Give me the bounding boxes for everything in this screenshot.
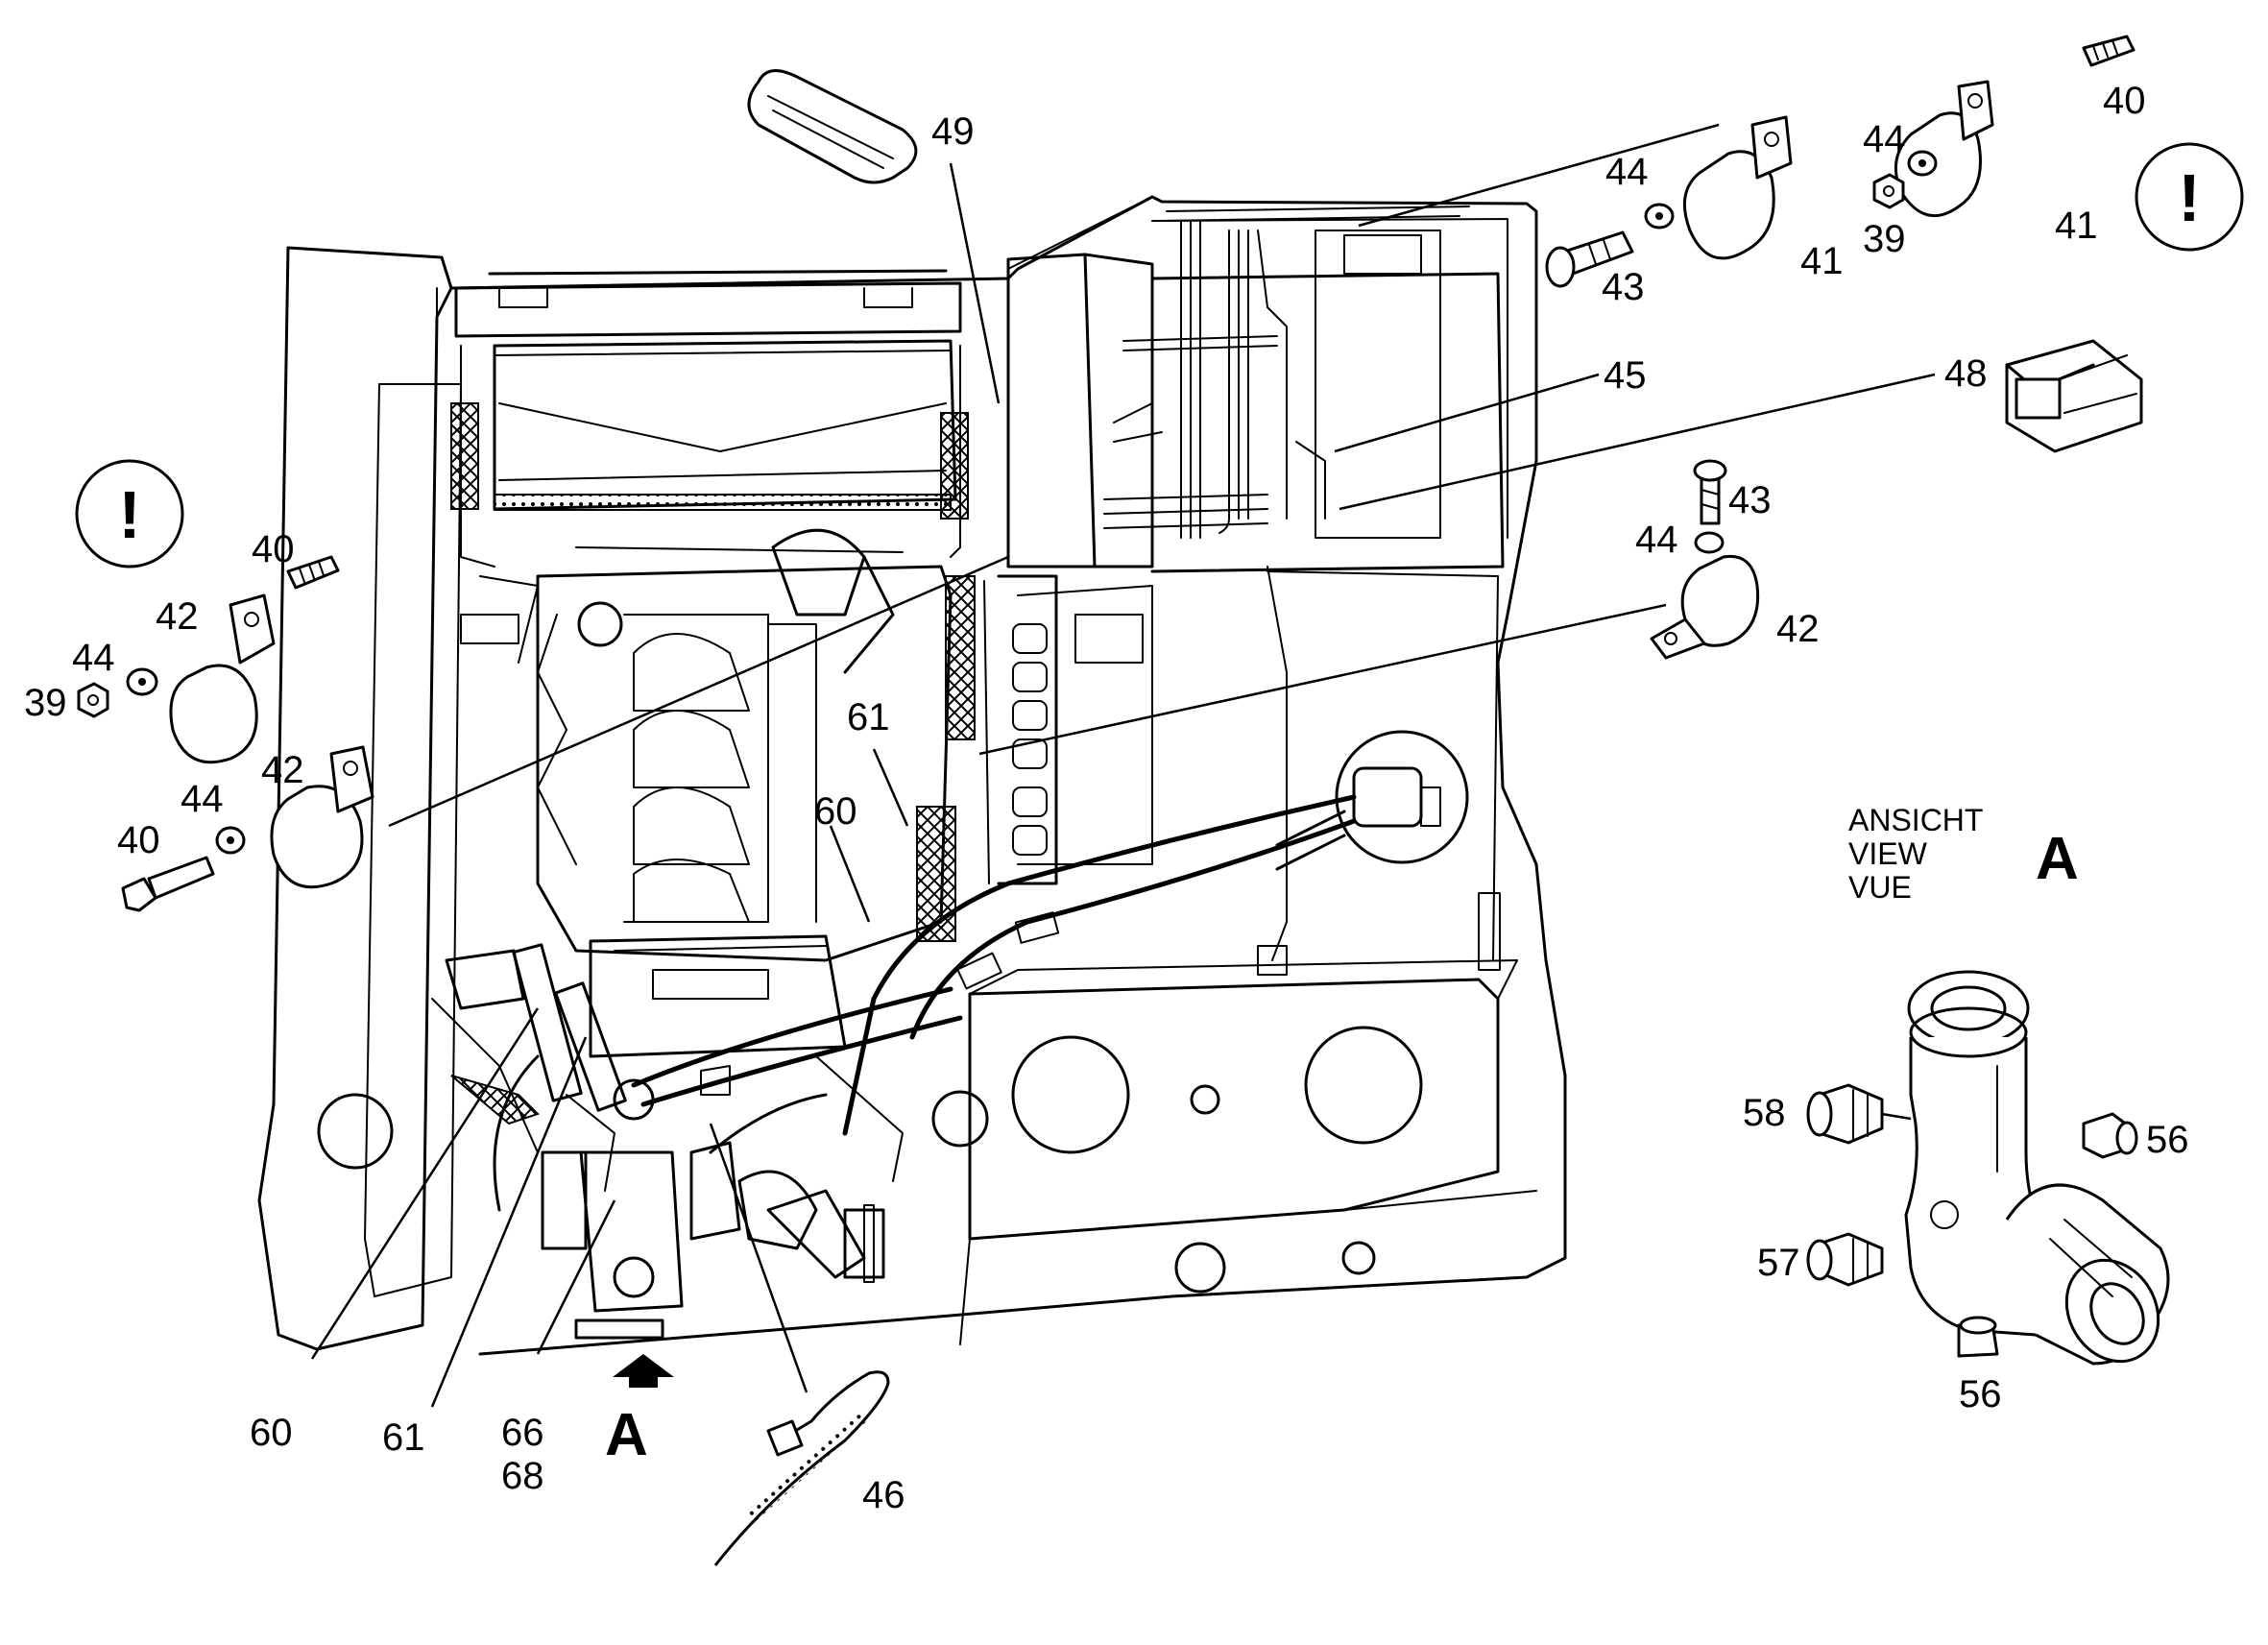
washer-44-top-right: [1907, 150, 1938, 177]
plug-56-right: [2082, 1112, 2138, 1159]
clamp-41-upper-right: [1894, 80, 1994, 217]
leader-lines: [310, 123, 1936, 1408]
callout-40-left-lower: 40: [117, 819, 160, 861]
washer-44-left-upper: [126, 667, 158, 696]
washer-44-right: [1694, 531, 1725, 554]
callout-39-left-upper: 39: [24, 682, 67, 724]
washer-44-top-center: [1644, 203, 1675, 230]
plug-58: [1806, 1083, 1884, 1145]
clamp-42-right: [1650, 554, 1760, 660]
view-a-legend: ANSICHT VIEW VUE A A: [605, 803, 2079, 1468]
callout-46: 46: [862, 1474, 905, 1516]
left-cab-panel: [257, 246, 462, 1351]
callout-43-top-center: 43: [1602, 266, 1645, 308]
callout-61-center: 61: [847, 696, 890, 738]
callout-42-right: 42: [1776, 608, 1820, 650]
nut-39-top-right: [1872, 173, 1905, 209]
grommet-part: [747, 69, 918, 184]
washer-44-left-lower: [215, 826, 246, 855]
callout-61-bottom: 61: [382, 1416, 425, 1459]
arrow-label-a: A: [605, 1402, 648, 1468]
callout-42-left-lower: 42: [261, 749, 304, 791]
screw-40-left-upper: [286, 555, 340, 590]
clamp-42-left-lower: [270, 745, 374, 889]
callout-45: 45: [1604, 354, 1647, 397]
callout-41-top-center: 41: [1800, 240, 1844, 282]
plug-56-bottom: [1957, 1316, 1999, 1358]
callout-58: 58: [1743, 1092, 1786, 1134]
connector-strip: [916, 574, 1153, 942]
lower-engine-assembly: [431, 934, 989, 1340]
square-bushing-part: [2005, 339, 2143, 453]
view-letter-a: A: [2036, 826, 2079, 892]
top-electrical-box: [1006, 206, 1505, 573]
callout-44-top-center: 44: [1605, 151, 1649, 193]
callout-44-top-right: 44: [1863, 118, 1906, 160]
warning-icon: !: [2178, 160, 2200, 235]
nut-39-left-upper: [77, 682, 109, 718]
bolt-40-left-lower: [121, 856, 215, 912]
callout-40-left-upper: 40: [252, 528, 295, 570]
main-assembly: [257, 195, 1567, 1356]
callout-42-left-upper: 42: [156, 595, 199, 638]
warning-circle-right: !: [2135, 142, 2244, 252]
callout-60-center: 60: [814, 790, 857, 833]
screw-40-top-right: [2082, 35, 2135, 67]
bolt-43-top-center: [1545, 230, 1634, 288]
callout-40-top-right: 40: [2103, 80, 2146, 122]
callout-60-bottom: 60: [250, 1412, 293, 1454]
callout-57: 57: [1757, 1242, 1800, 1284]
battery-box: [959, 892, 1537, 1345]
warning-circle-left: !: [75, 459, 184, 568]
callout-56-bottom: 56: [1959, 1373, 2002, 1415]
callout-49: 49: [931, 110, 975, 153]
callout-66: 66: [501, 1412, 544, 1454]
callout-labels: 49 40 44 39 41 44 43 41 45 48 43 44 42 4…: [24, 80, 2189, 1516]
view-a-elbow: [1904, 970, 2170, 1366]
callout-48: 48: [1944, 352, 1988, 395]
callout-43-right: 43: [1728, 479, 1772, 521]
callout-41-top-right: 41: [2055, 205, 2098, 247]
callout-56-right: 56: [2146, 1119, 2189, 1161]
callout-44-left-upper: 44: [72, 637, 115, 679]
callout-44-left-lower: 44: [181, 778, 224, 820]
view-label-vue: VUE: [1848, 870, 1912, 905]
cable-runs: [493, 794, 1357, 1212]
bolt-43-right: [1693, 459, 1727, 525]
clamp-42-left-upper: [169, 593, 276, 764]
callout-39-top-right: 39: [1863, 218, 1906, 260]
view-arrow: [613, 1354, 674, 1388]
radiator: [450, 269, 969, 568]
warning-icon: !: [118, 477, 140, 552]
cable-tie-46: [713, 1370, 890, 1566]
view-label-ansicht: ANSICHT: [1848, 803, 1983, 837]
plug-57: [1806, 1232, 1884, 1287]
callout-68: 68: [501, 1455, 544, 1497]
view-label-view: VIEW: [1848, 836, 1928, 871]
clamp-41-upper-center: [1682, 115, 1793, 260]
engine-block: [460, 528, 953, 962]
callout-44-right: 44: [1635, 519, 1678, 561]
